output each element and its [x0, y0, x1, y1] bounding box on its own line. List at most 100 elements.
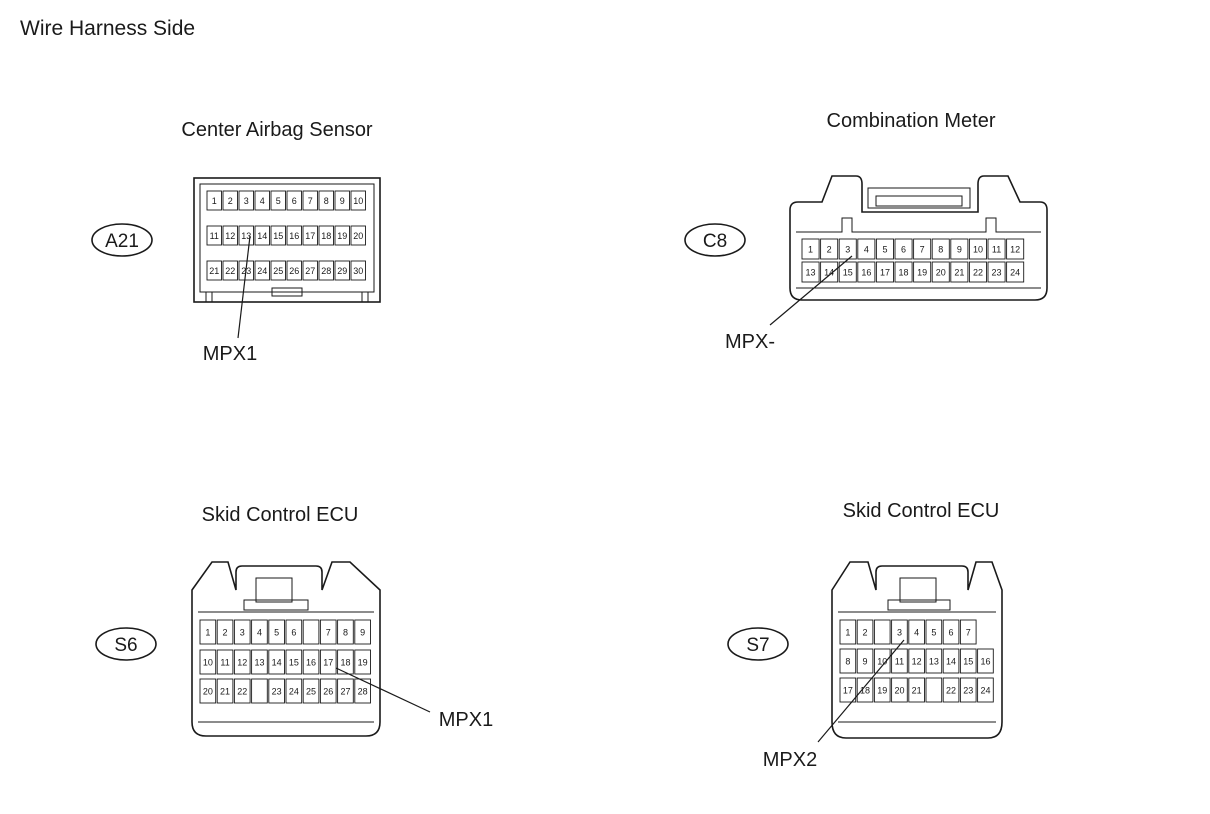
pin-number: 3: [244, 196, 249, 206]
pin-cell: [875, 238, 894, 260]
pin-number: 2: [228, 196, 233, 206]
connector-code: C8: [703, 231, 727, 252]
pin-cell: [270, 225, 286, 246]
connector-name: Skid Control ECU: [843, 500, 1000, 522]
pin-number: 1: [808, 245, 813, 255]
pin-number: 4: [864, 245, 869, 255]
pin-number: 27: [305, 266, 315, 276]
pin-cell: [302, 190, 318, 211]
pin-cell: [908, 619, 925, 645]
connector-latch-inner: [875, 195, 963, 207]
pin-number: 14: [824, 268, 834, 278]
pin-cell: [222, 225, 238, 246]
pin-number: 21: [912, 686, 922, 696]
pin-cell: [319, 649, 337, 675]
pin-number: 3: [845, 245, 850, 255]
pin-number: 5: [274, 628, 279, 638]
pin-cell: [925, 648, 943, 674]
pin-number: 10: [973, 245, 983, 255]
connector-inner-wall: [796, 217, 1041, 233]
pin-cell: [839, 619, 857, 645]
pin-cell: [302, 225, 318, 246]
pin-cell: [268, 619, 285, 645]
pin-number: 15: [963, 657, 973, 667]
pin-cell: [337, 619, 354, 645]
pin-number: 18: [340, 658, 350, 668]
pin-number: 10: [203, 658, 213, 668]
pin-cell: [931, 238, 950, 260]
pin-number: 12: [225, 231, 235, 241]
pin-number: 20: [353, 231, 363, 241]
pin-number: 25: [273, 266, 283, 276]
pin-cell: [238, 190, 254, 211]
pin-cell: [254, 260, 270, 281]
pin-cell: [216, 619, 234, 645]
pin-number: 22: [973, 268, 983, 278]
pin-cell: [1006, 238, 1025, 260]
pin-number: 3: [897, 628, 902, 638]
pin-number: 5: [276, 196, 281, 206]
pin-number: 6: [291, 628, 296, 638]
connector-foot: [361, 291, 369, 303]
pin-number: 8: [324, 196, 329, 206]
pin-number: 8: [938, 245, 943, 255]
pin-cell: [942, 648, 960, 674]
pin-number: 5: [931, 628, 936, 638]
pin-number: 13: [241, 231, 251, 241]
pin-cell: [977, 648, 994, 674]
pin-number: 14: [257, 231, 267, 241]
pin-cell: [350, 190, 366, 211]
pin-cell: [987, 238, 1006, 260]
pin-number: 22: [237, 687, 247, 697]
pin-cell: [318, 260, 334, 281]
pin-cell: [222, 190, 238, 211]
callout-label: MPX-: [725, 331, 775, 353]
pin-number: 11: [992, 245, 1001, 255]
pin-cell: [319, 678, 337, 704]
pin-cell: [942, 677, 960, 703]
pin-cell: [891, 648, 908, 674]
pin-number: 21: [209, 266, 219, 276]
pin-number: 29: [337, 266, 347, 276]
pin-number: 13: [806, 268, 816, 278]
pin-number: 7: [966, 628, 971, 638]
pin-cell: [875, 261, 894, 283]
pin-cell: [857, 261, 876, 283]
connector-name: Combination Meter: [827, 110, 996, 132]
pin-number: 8: [845, 657, 850, 667]
pin-cell: [199, 678, 217, 704]
pin-cell: [820, 261, 839, 283]
pin-cell: [318, 225, 334, 246]
pin-number: 11: [210, 231, 219, 241]
pin-cell: [268, 678, 285, 704]
connector-code-badge: [91, 223, 153, 257]
pin-number: 16: [306, 658, 316, 668]
pin-slot-empty: [302, 619, 320, 645]
pin-cell: [216, 678, 234, 704]
pin-number: 13: [254, 658, 264, 668]
pin-cell: [251, 649, 268, 675]
pin-cell: [270, 260, 286, 281]
pin-cell: [222, 260, 238, 281]
pin-number: 18: [860, 686, 870, 696]
connector-latch: [899, 577, 937, 603]
pin-cell: [959, 619, 977, 645]
pin-cell: [302, 260, 318, 281]
pin-grid: 1234567891011121314151617181920212223242…: [206, 190, 366, 281]
pin-cell: [968, 261, 987, 283]
pin-cell: [302, 678, 320, 704]
pin-cell: [987, 261, 1006, 283]
pin-cell: [268, 649, 285, 675]
pin-number: 2: [827, 245, 832, 255]
pin-number: 11: [895, 657, 904, 667]
pin-cell: [891, 619, 908, 645]
pin-cell: [318, 190, 334, 211]
pin-number: 6: [949, 628, 954, 638]
pin-number: 16: [980, 657, 990, 667]
pin-cell: [857, 238, 876, 260]
pin-number: 25: [306, 687, 316, 697]
